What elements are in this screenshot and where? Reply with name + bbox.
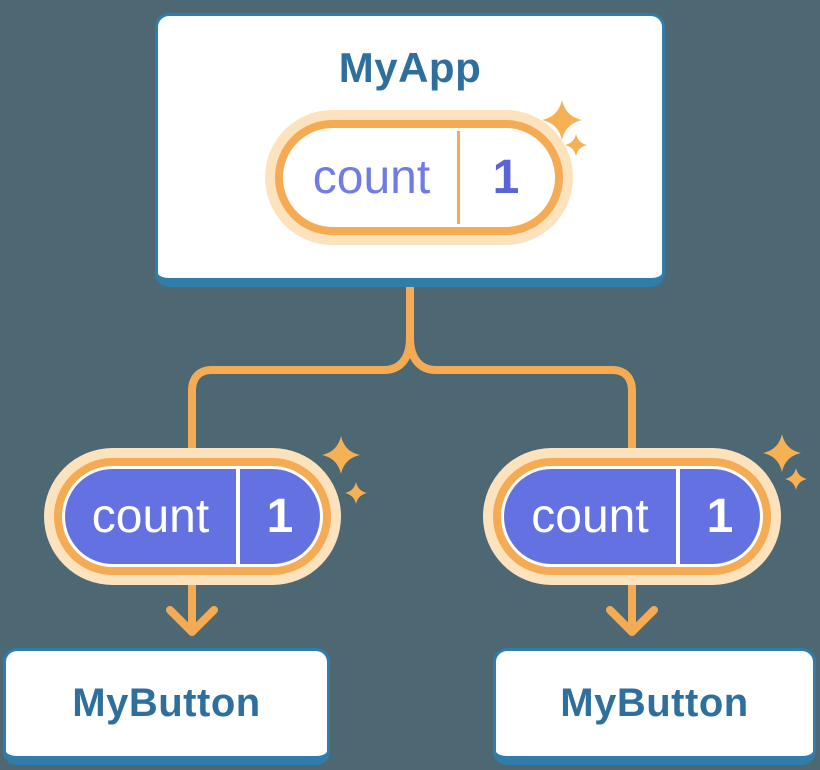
sparkle-icon-small bbox=[785, 468, 807, 490]
connector-line-left bbox=[188, 280, 414, 456]
component-label: MyButton bbox=[560, 681, 749, 725]
component-label: MyApp bbox=[338, 44, 482, 91]
state-name: count bbox=[312, 151, 431, 204]
component-label: MyButton bbox=[72, 681, 261, 725]
arrow-down-right-head-icon bbox=[606, 606, 658, 636]
state-pill-ring: count 1 bbox=[54, 458, 331, 575]
state-pill-body: count 1 bbox=[504, 469, 760, 564]
connector-line-right bbox=[406, 280, 636, 456]
state-value: 1 bbox=[706, 490, 734, 543]
state-pill-ring: count 1 bbox=[493, 458, 771, 575]
state-pill-divider bbox=[236, 469, 240, 564]
state-name: count bbox=[91, 490, 210, 543]
state-pill-divider bbox=[457, 131, 460, 224]
state-value: 1 bbox=[266, 490, 294, 543]
component-card-mybutton-left: MyButton bbox=[3, 648, 330, 765]
state-pill-ring: count 1 bbox=[275, 120, 563, 235]
state-value: 1 bbox=[492, 151, 520, 204]
arrow-down-left-head-icon bbox=[166, 606, 218, 636]
state-pill-child-left: count 1 bbox=[44, 448, 341, 585]
sparkle-icon bbox=[763, 434, 801, 472]
state-pill-child-right: count 1 bbox=[483, 448, 781, 585]
component-card-mybutton-right: MyButton bbox=[493, 648, 816, 765]
state-name: count bbox=[531, 490, 649, 543]
state-pill-root: count 1 bbox=[265, 110, 573, 245]
sparkle-icon bbox=[322, 436, 360, 474]
state-pill-body: count 1 bbox=[286, 131, 552, 224]
state-pill-divider bbox=[676, 469, 680, 564]
sparkle-icon-small bbox=[345, 482, 367, 504]
state-pill-body: count 1 bbox=[65, 469, 320, 564]
